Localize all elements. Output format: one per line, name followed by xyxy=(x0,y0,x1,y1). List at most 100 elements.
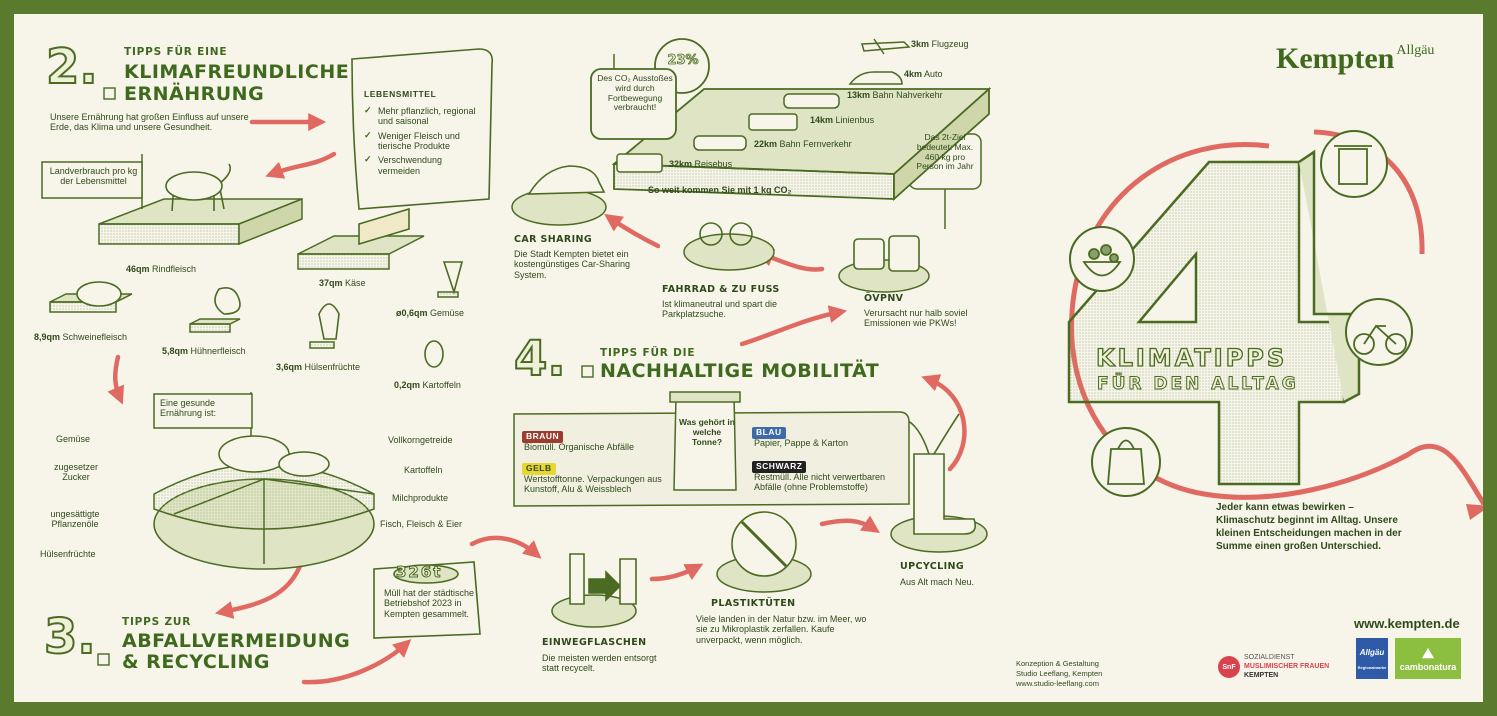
cheese-icon xyxy=(358,207,410,246)
illustration-layer xyxy=(41,38,1483,685)
section-3-title-2: & RECYCLING xyxy=(122,651,270,673)
bottles-title: EINWEGFLASCHEN xyxy=(542,637,647,648)
section-2-intro: Unsere Ernährung hat großen Einfluss auf… xyxy=(50,112,249,133)
bin-blue: BLAU xyxy=(752,422,786,440)
coach-icon xyxy=(616,153,663,173)
upcycling-text: Aus Alt mach Neu. xyxy=(900,577,975,587)
scroll-item: Verschwendung vermeiden xyxy=(364,154,482,176)
carsharing-text: Die Stadt Kempten bietet ein kostengünst… xyxy=(514,249,631,280)
section-3-number: 3. xyxy=(43,608,97,665)
number-squares xyxy=(97,87,594,666)
section-4-subtitle: TIPPS FÜR DIE xyxy=(600,347,696,359)
bin-brown: BRAUN xyxy=(522,426,564,444)
snf-line: SOZIALDIENST xyxy=(1244,654,1295,661)
bottles-text: Die meisten werden entsorgt statt recyce… xyxy=(542,653,657,674)
scroll-list: Mehr pflanzlich, regional und saisonal W… xyxy=(364,105,482,180)
waste-amount-text: Müll hat der städtische Betriebshof 2023… xyxy=(384,588,475,619)
carsharing-title: CAR SHARING xyxy=(514,234,593,245)
waste-amount-sign xyxy=(373,561,481,639)
section-2-title-1: KLIMAFREUNDLICHE xyxy=(124,61,350,83)
carsharing-car-icon xyxy=(527,165,606,195)
distance-plane: 3km Flugzeug xyxy=(911,39,969,49)
shopping-bag-icon xyxy=(1107,448,1145,485)
poster: 2. TIPPS FÜR EINE KLIMAFREUNDLICHE ERNÄH… xyxy=(14,14,1483,702)
healthy-sign: Eine gesunde Ernährung ist: xyxy=(160,398,217,419)
allgaeu-logo-text: Allgäu xyxy=(1359,647,1385,657)
bin-yellow-text: Wertstofftonne. Verpackungen aus Kunstof… xyxy=(524,474,662,495)
scroll-item: Mehr pflanzlich, regional und saisonal xyxy=(364,105,482,127)
tram-icon xyxy=(853,238,885,270)
plate-label-oils: ungesättigte Pflanzenöle xyxy=(50,509,100,530)
distance-car: 4km Auto xyxy=(904,69,943,79)
section-2-subtitle: TIPPS FÜR EINE xyxy=(124,46,228,58)
bin-yellow: GELB xyxy=(522,458,556,476)
snf-line: MUSLIMISCHER FRAUEN xyxy=(1244,662,1330,670)
intercity-train-icon xyxy=(693,135,747,151)
plate-label-sugar: zugesetzer Zucker xyxy=(53,462,99,483)
plate-label-vegetables: Gemüse xyxy=(56,434,91,444)
potato-icon xyxy=(424,340,444,368)
land-value-pork: 8,9qm Schweinefleisch xyxy=(34,332,128,342)
website-link[interactable]: www.kempten.de xyxy=(1354,616,1460,631)
co2-percent: 23% xyxy=(667,53,699,69)
section-3-subtitle: TIPPS ZUR xyxy=(122,616,192,628)
trash-can-icon xyxy=(1338,148,1368,185)
bin-tag-yellow: GELB xyxy=(522,463,556,475)
land-value-potatoes: 0,2qm Kartoffeln xyxy=(394,380,461,390)
cambonatura-text: cambonatura xyxy=(1399,662,1457,672)
bus-icon xyxy=(748,113,798,131)
scroll-title: LEBENSMITTEL xyxy=(364,89,437,99)
hero-title-2: FÜR DEN ALLTAG xyxy=(1097,374,1299,394)
oepnv-title: ÖVPNV xyxy=(864,293,904,304)
credits-line: Studio Leeflang, Kempten xyxy=(1016,668,1103,678)
upcycling-title: UPCYCLING xyxy=(900,561,965,572)
bin-question: Was gehört in welche Tonne? xyxy=(679,417,735,447)
train-icon xyxy=(783,93,840,109)
bin-brown-text: Biomüll. Organische Abfälle xyxy=(524,442,635,452)
snf-text: SOZIALDIENST MUSLIMISCHER FRAUEN KEMPTEN xyxy=(1244,654,1329,680)
distance-long-train: 22km Bahn Fernverkehr xyxy=(754,139,852,149)
plate-label-protein: Fisch, Fleisch & Eier xyxy=(380,519,463,529)
section-2-number: 2. xyxy=(45,38,99,95)
land-value-beef: 46qm Rindfleisch xyxy=(126,264,197,274)
bottle-icon xyxy=(569,553,585,605)
chicken-icon xyxy=(214,286,241,315)
bicycle-icon xyxy=(1353,333,1375,355)
section-4-title: NACHHALTIGE MOBILITÄT xyxy=(600,360,880,382)
land-value-cheese: 37qm Käse xyxy=(319,278,366,288)
plastic-title: PLASTIKTÜTEN xyxy=(711,598,796,609)
bike-icon xyxy=(699,222,723,246)
hero-icon-circles xyxy=(1069,130,1413,497)
scroll-item: Weniger Fleisch und tierische Produkte xyxy=(364,130,482,152)
big-four xyxy=(1067,149,1361,486)
plastic-text: Viele landen in der Natur bzw. im Meer, … xyxy=(696,614,867,645)
boot-plant-icon xyxy=(913,453,977,535)
snf-line: KEMPTEN xyxy=(1244,671,1279,679)
distance-regional-train: 13km Bahn Nahverkehr xyxy=(847,90,943,100)
plate-label-wholegrain: Vollkorngetreide xyxy=(388,435,453,445)
healthy-plate xyxy=(153,435,375,570)
car-icon xyxy=(848,71,903,85)
hero-title-1: KLIMATIPPS xyxy=(1095,344,1288,372)
distance-coach: 32km Reisebus xyxy=(669,159,733,169)
land-value-vegetables: ø0,6qm Gemüse xyxy=(396,308,465,318)
plane-icon xyxy=(861,38,911,55)
bin-panel xyxy=(513,391,910,507)
beans-icon xyxy=(318,303,340,340)
credits-line: Konzeption & Gestaltung xyxy=(1016,659,1099,668)
section-2-title-2: ERNÄHRUNG xyxy=(124,83,265,105)
bike-text: Ist klimaneutral und spart die Parkplatz… xyxy=(662,299,778,320)
food-sketches xyxy=(76,163,464,368)
bin-blue-text: Papier, Pappe & Karton xyxy=(754,438,849,448)
bin-black-text: Restmüll. Alle nicht verwertbaren Abfäll… xyxy=(754,472,886,493)
allgaeu-logo: Allgäu Regionalmarke xyxy=(1356,638,1388,679)
plate-label-dairy: Milchprodukte xyxy=(392,493,449,503)
cambonatura-logo: ⛰ cambonatura xyxy=(1395,638,1461,679)
plate-label-legumes: Hülsenfrüchte xyxy=(40,549,96,559)
bin-black: SCHWARZ xyxy=(752,456,807,474)
cambonatura-icon: ⛰ xyxy=(1422,645,1434,661)
bin-tag-blue: BLAU xyxy=(752,427,786,439)
waste-amount: 326t xyxy=(395,563,443,582)
